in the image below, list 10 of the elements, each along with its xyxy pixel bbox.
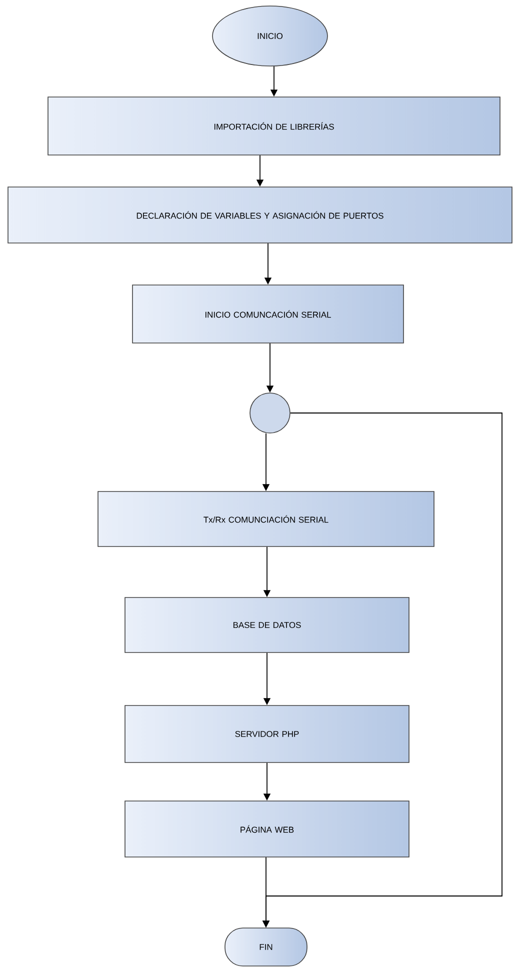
process-box: Tx/Rx COMUNCIACIÓN SERIAL bbox=[98, 491, 434, 547]
end-terminal: FIN bbox=[224, 928, 308, 966]
start-terminal: INICIO bbox=[212, 6, 328, 66]
process-box: DECLARACIÓN DE VARIABLES Y ASIGNACIÓN DE PUERTOS bbox=[8, 186, 512, 244]
process-box: SERVIDOR PHP bbox=[124, 705, 410, 763]
process-box: IMPORTACIÓN DE LIBRERÍAS bbox=[48, 96, 500, 156]
process-box: INICIO COMUNCACIÓN SERIAL bbox=[132, 284, 404, 344]
process-box: PÁGINA WEB bbox=[124, 800, 410, 858]
connector-circle bbox=[250, 392, 290, 434]
process-box: BASE DE DATOS bbox=[124, 597, 410, 653]
